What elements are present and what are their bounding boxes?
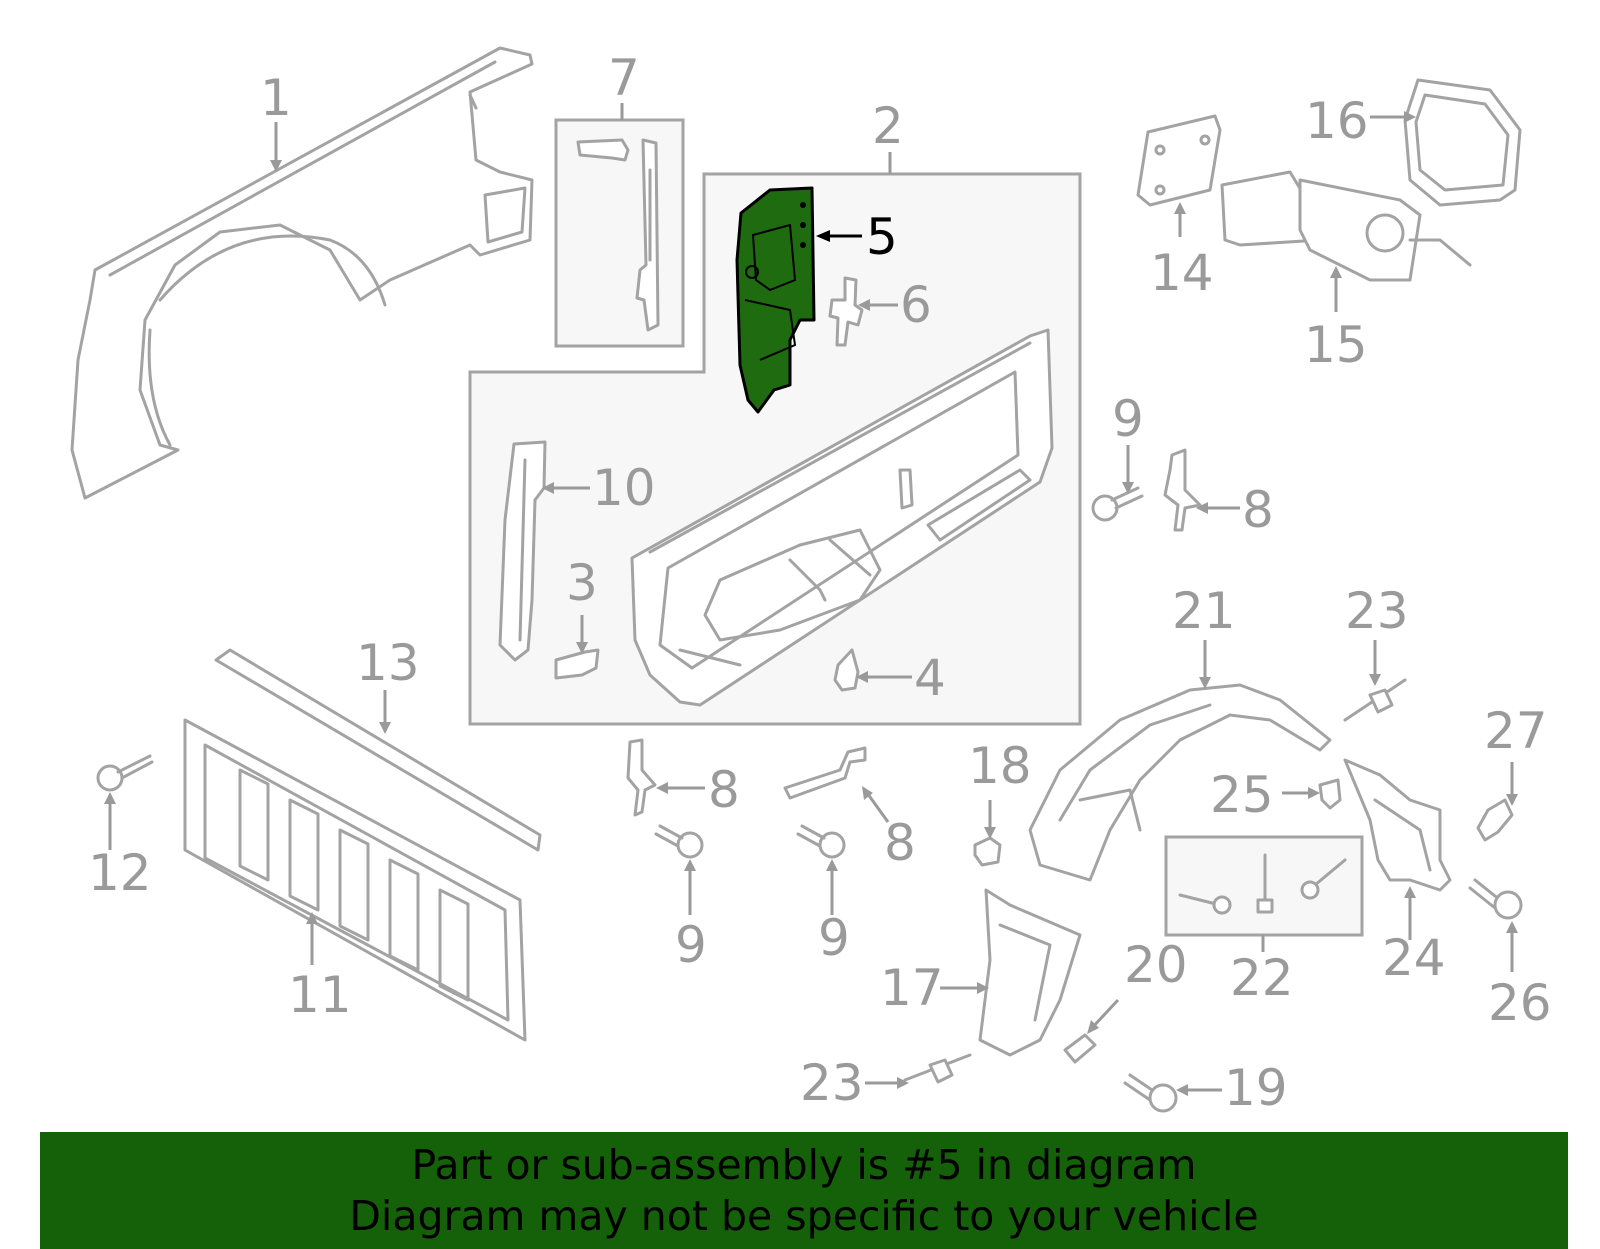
- banner-disclaimer-line: Diagram may not be specific to your vehi…: [349, 1192, 1259, 1240]
- part-13-trim-strip: [214, 648, 542, 852]
- callout-6: 6: [900, 276, 932, 334]
- part-15-fuel-housing: [1220, 170, 1472, 282]
- part-18-clip: [973, 836, 1002, 867]
- callout-26: 26: [1488, 974, 1552, 1032]
- callout-14: 14: [1150, 244, 1214, 302]
- callout-3: 3: [566, 554, 598, 612]
- callout-19: 19: [1224, 1059, 1288, 1117]
- info-banner: Part or sub-assembly is #5 in diagram Di…: [40, 1132, 1568, 1249]
- part-23-retainer-lower: [903, 1053, 972, 1084]
- callout-5: 5: [866, 208, 898, 266]
- banner-part-line: Part or sub-assembly is #5 in diagram: [411, 1141, 1197, 1189]
- callout-8-upper: 8: [1242, 481, 1274, 539]
- callout-9-right: 9: [818, 909, 850, 967]
- part-6-clip: [828, 276, 864, 347]
- part-24-splash-shield: [1343, 758, 1452, 892]
- part-1-quarter-panel: [70, 46, 534, 500]
- callout-27: 27: [1484, 702, 1548, 760]
- callout-20: 20: [1124, 936, 1188, 994]
- part-20-nut: [1063, 1033, 1097, 1064]
- part-3-bracket: [554, 648, 600, 680]
- callout-12: 12: [88, 844, 152, 902]
- part-14-plate: [1136, 114, 1222, 207]
- part-5-shape: [735, 186, 816, 414]
- leader-lines: [104, 103, 1518, 1096]
- callout-21: 21: [1172, 582, 1236, 640]
- callout-13: 13: [356, 634, 420, 692]
- part-12-bolt: [96, 754, 154, 792]
- part-11-front-panel: [183, 718, 527, 1042]
- part-19-bolt: [1123, 1073, 1178, 1113]
- callout-15: 15: [1304, 316, 1368, 374]
- callout-25: 25: [1210, 766, 1274, 824]
- part-22-clip-kit: [1178, 853, 1347, 915]
- part-8-bracket-left: [626, 738, 657, 817]
- part-23-retainer-upper: [1343, 678, 1407, 722]
- part-8-bracket-upper: [1163, 448, 1202, 532]
- part-4-nut: [833, 648, 860, 692]
- part-26-bolt: [1468, 878, 1523, 920]
- callout-23-lower: 23: [800, 1054, 864, 1112]
- part-9-bolt-upper: [1091, 486, 1144, 522]
- callout-9-upper: 9: [1112, 390, 1144, 448]
- callout-16: 16: [1305, 92, 1369, 150]
- part-16-fuel-door: [1403, 78, 1522, 207]
- part-8-bracket-right: [783, 746, 867, 800]
- part-5-highlighted: [735, 186, 816, 414]
- callout-17: 17: [880, 959, 944, 1017]
- part-2-inner-box-panel: [630, 328, 1054, 707]
- part-27-bracket: [1476, 798, 1514, 842]
- part-7-bracket: [576, 138, 660, 332]
- callout-8-right: 8: [884, 814, 916, 872]
- part-17-bracket: [978, 888, 1082, 1057]
- callout-2: 2: [872, 97, 904, 155]
- part-9-bolt-left: [654, 824, 704, 859]
- part-9-bolt-right: [796, 824, 846, 859]
- callout-18: 18: [968, 737, 1032, 795]
- callout-4: 4: [914, 649, 946, 707]
- part-10-pillar-strip: [498, 440, 547, 662]
- callout-labels: 1 2 3 4 5 6 7 8 8 8 9 9 9 10 11 12 13 14…: [88, 49, 1552, 1117]
- callout-9-left: 9: [675, 916, 707, 974]
- part-21-wheelhouse: [1028, 683, 1332, 882]
- callout-7: 7: [608, 49, 640, 107]
- part-25-push-pin: [1318, 778, 1342, 810]
- callout-10: 10: [592, 459, 656, 517]
- callout-11: 11: [288, 966, 352, 1024]
- assembly-2-group-box: [468, 172, 1082, 726]
- callout-23-upper: 23: [1345, 582, 1409, 640]
- callout-24: 24: [1382, 929, 1446, 987]
- callout-22: 22: [1230, 949, 1294, 1007]
- callout-8-left: 8: [708, 761, 740, 819]
- callout-1: 1: [260, 69, 292, 127]
